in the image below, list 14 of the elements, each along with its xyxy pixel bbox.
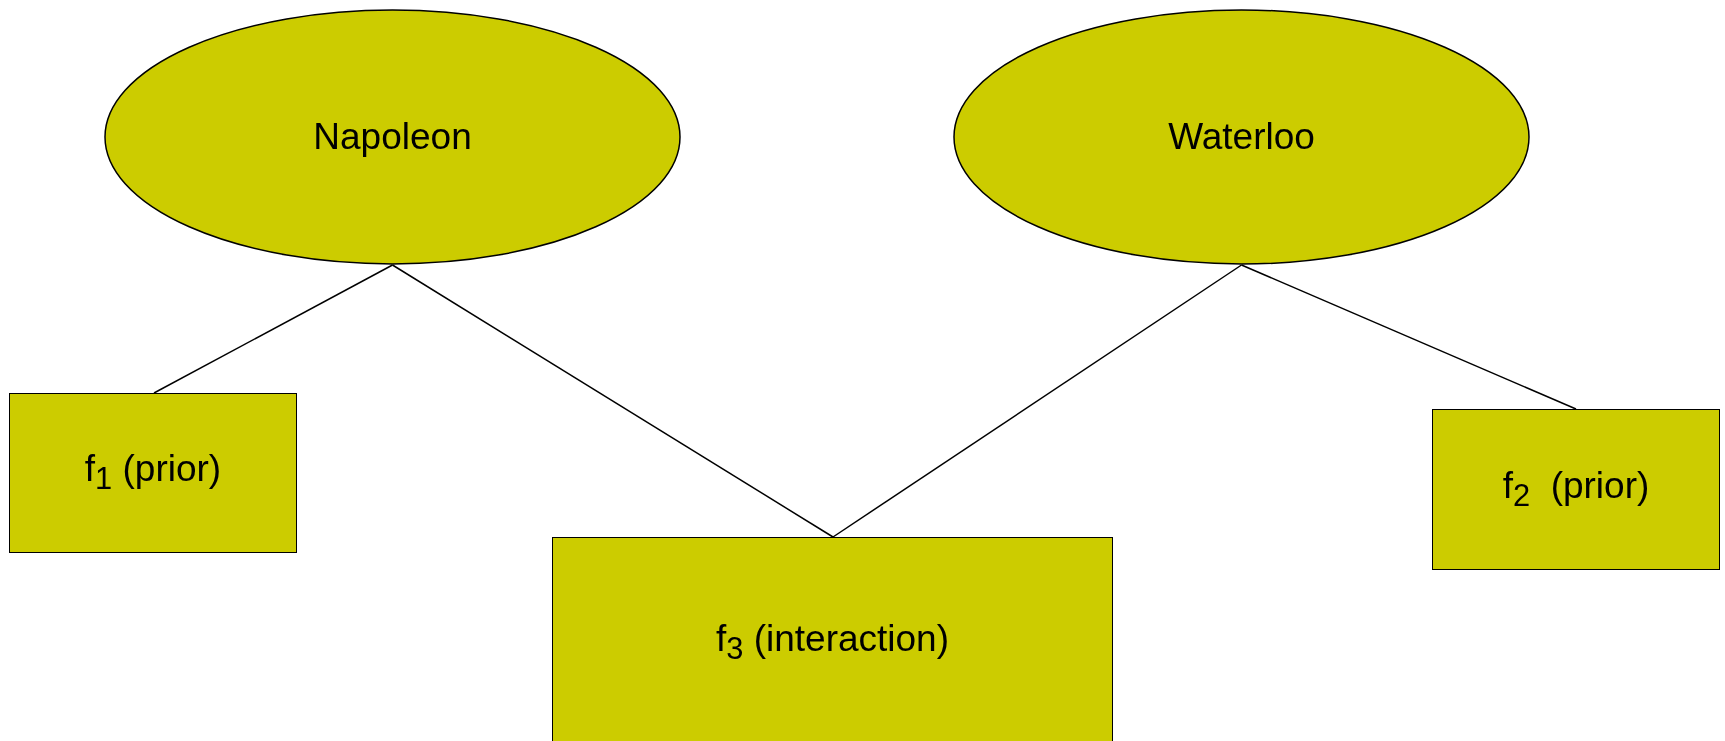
- connector-line: [391, 264, 834, 538]
- factor-box: [552, 537, 1113, 741]
- factor-box: [9, 393, 297, 553]
- connector-line: [1240, 264, 1577, 410]
- ellipse-node: [104, 9, 681, 265]
- node-label: Waterloo: [1168, 116, 1315, 158]
- node-label: f$_{1}$ (prior): [84, 448, 222, 498]
- node-label: f$_{2}$ (prior): [1502, 464, 1650, 515]
- node-label: f$_{3}$ (interaction): [715, 618, 950, 668]
- ellipse-node: [953, 9, 1530, 265]
- connector-line: [832, 264, 1243, 538]
- factor-box: [1432, 409, 1720, 570]
- connector-line: [153, 264, 394, 394]
- node-label: Napoleon: [313, 116, 472, 158]
